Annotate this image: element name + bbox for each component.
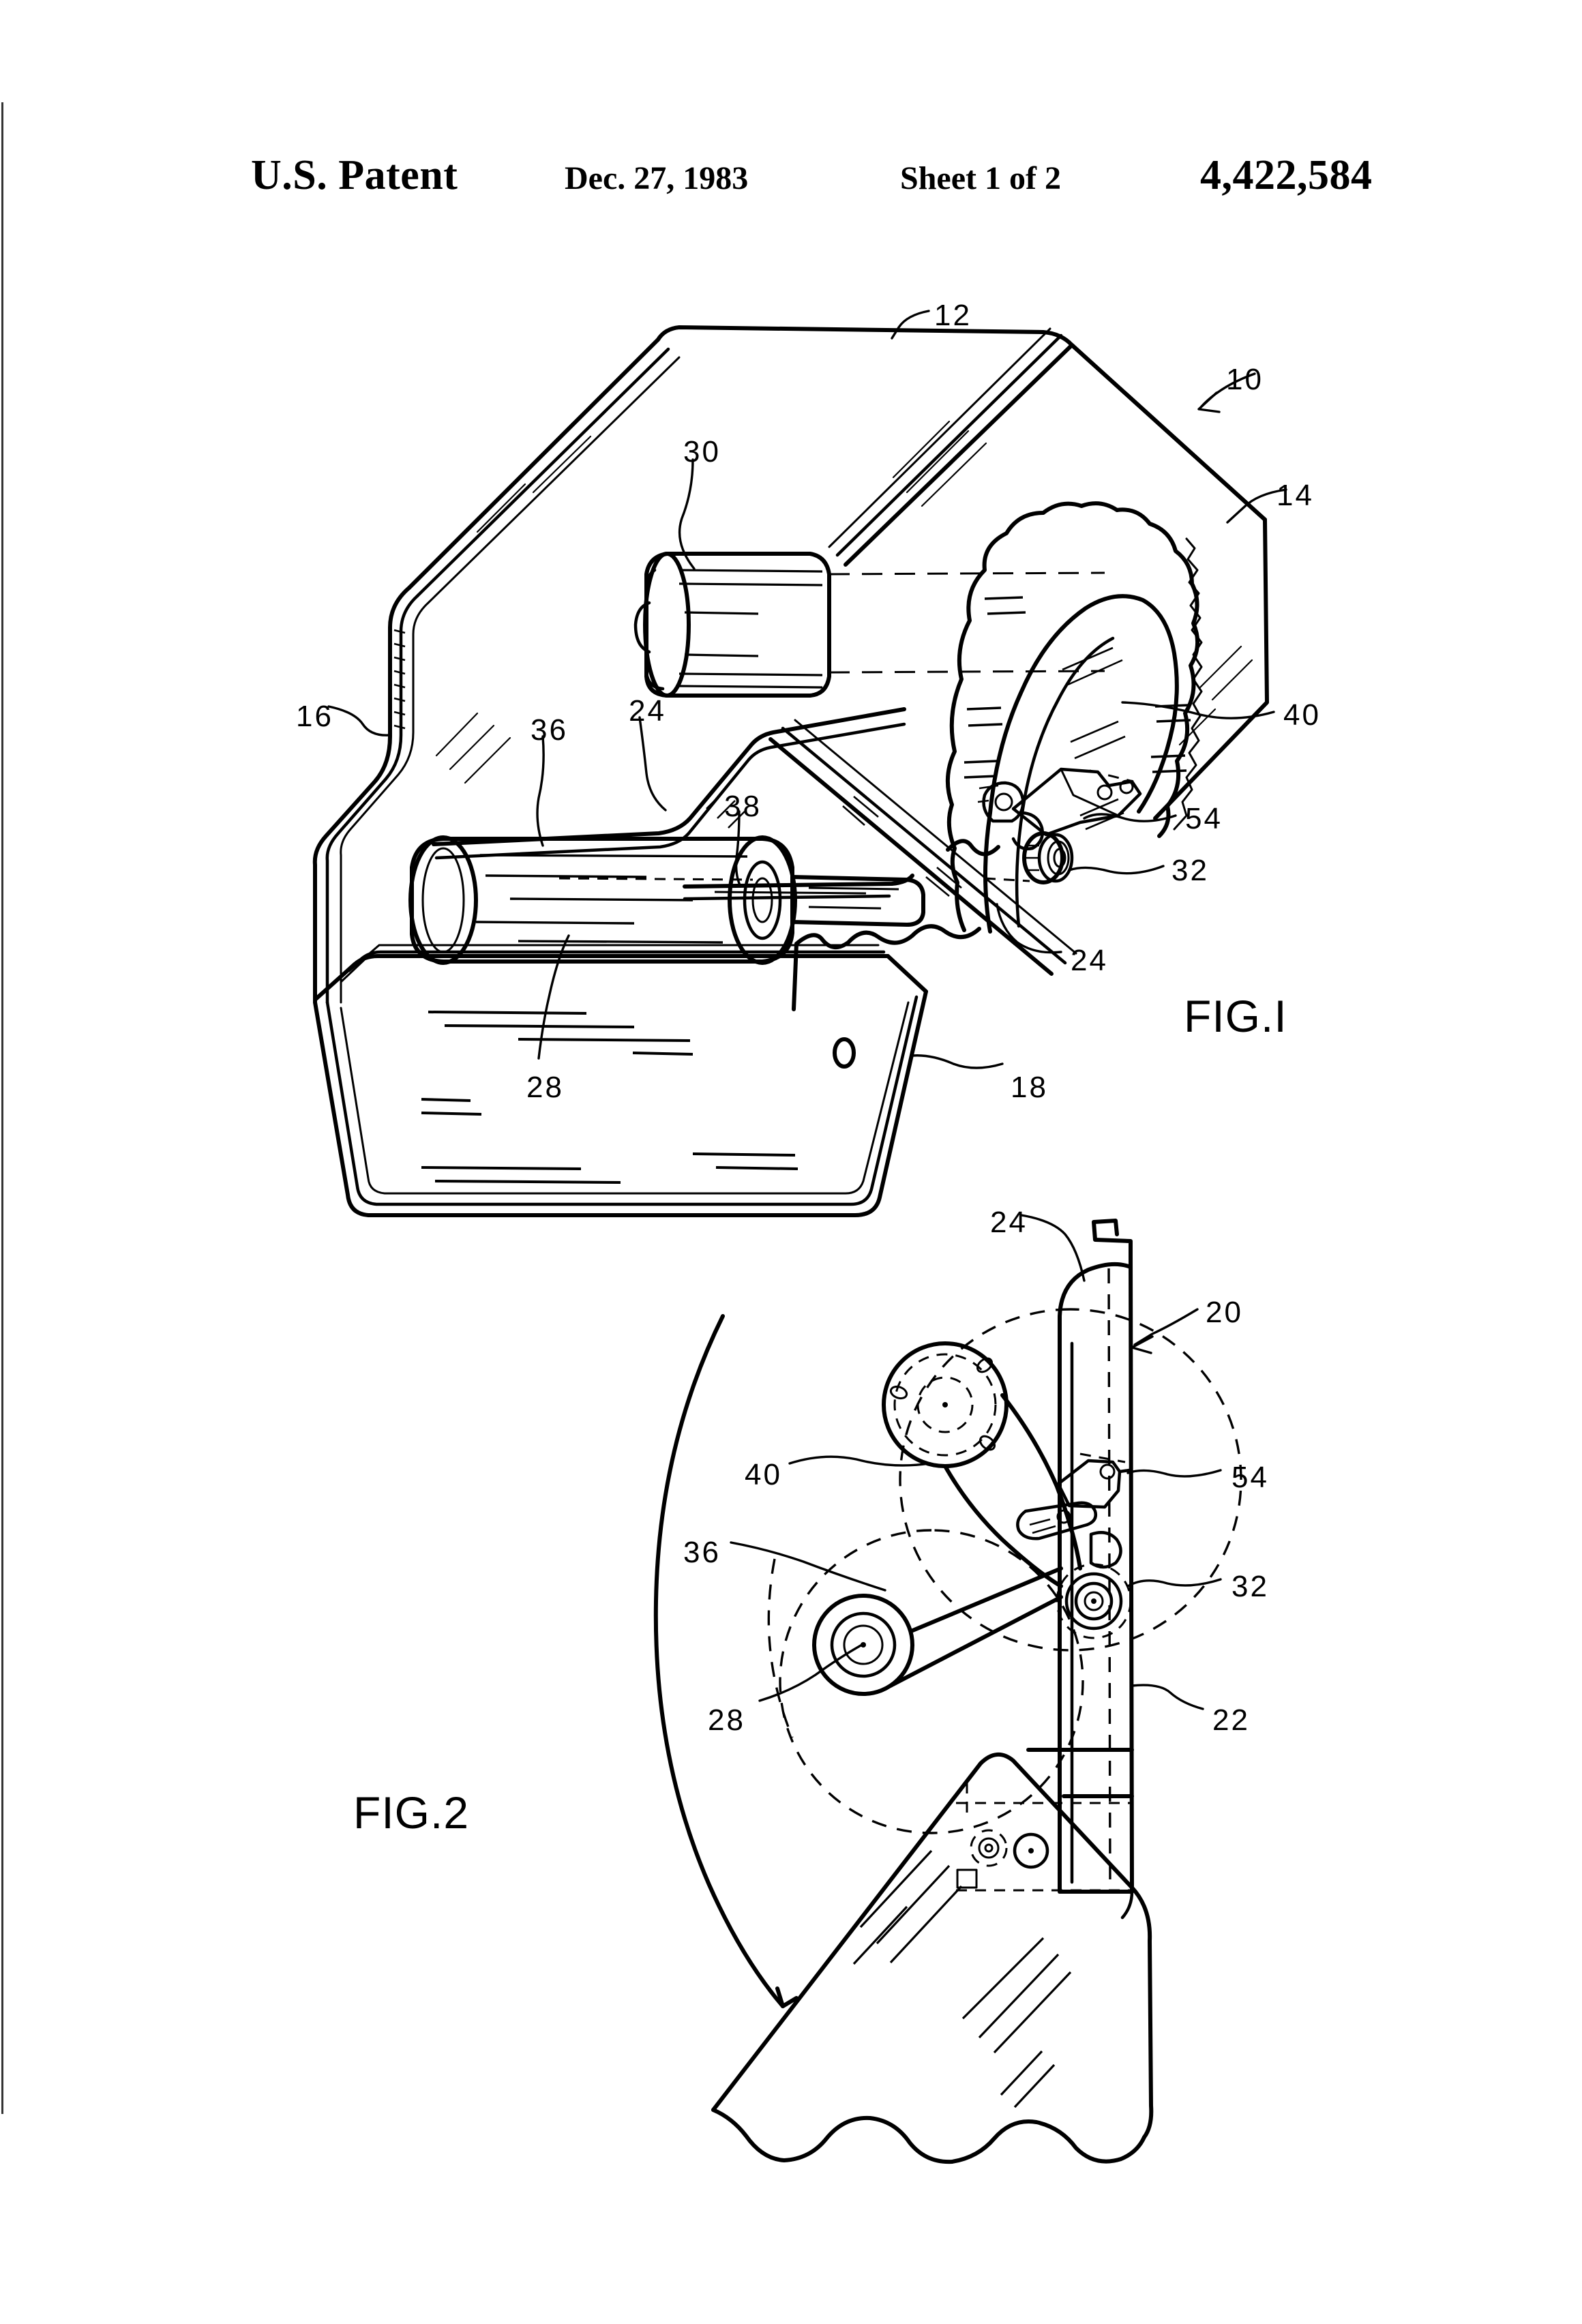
patent-number: 4,422,584 — [1200, 152, 1373, 198]
reference-numeral: 40 — [1283, 698, 1321, 732]
roll-hub — [882, 1341, 1009, 1468]
reference-numeral: 16 — [296, 700, 333, 733]
torn-sheet-flap — [792, 924, 981, 1011]
reference-numeral: 22 — [1212, 1703, 1250, 1737]
latch-bracket-54-fig2 — [1016, 1452, 1131, 1569]
reference-numeral: 54 — [1185, 802, 1223, 835]
latch-bracket-54 — [977, 767, 1142, 850]
blade-bucket — [711, 1753, 1154, 2164]
reference-numeral: 10 — [1226, 363, 1264, 396]
torn-sheet-flap-upper — [946, 839, 1000, 856]
roller-assembly-36 — [408, 835, 925, 965]
reference-numeral: 36 — [531, 713, 568, 747]
housing-deck-rail — [313, 944, 928, 1002]
reference-numeral: 32 — [1232, 1570, 1269, 1603]
material-roll-phantom-outer — [899, 1308, 1242, 1652]
knurled-knob-32 — [984, 831, 1074, 884]
reference-numeral: 38 — [724, 790, 762, 823]
reference-numeral: 18 — [1011, 1071, 1048, 1104]
reference-numeral: 28 — [526, 1071, 564, 1104]
housing-top-panel-12 — [407, 325, 1267, 604]
roll-body-24 — [1058, 1262, 1134, 1894]
figure-2-leader-lines — [730, 1214, 1222, 1710]
housing-front-wall-16 — [312, 586, 511, 1004]
figure-2-caption: FIG.2 — [353, 1787, 470, 1838]
front-skirt-panel-28 — [313, 989, 928, 1217]
inner-drum-30 — [633, 552, 1105, 698]
figure-2-drawing — [653, 1214, 1242, 2164]
patent-header: U.S. Patent Dec. 27, 1983 Sheet 1 of 2 4… — [0, 149, 1582, 210]
reference-numeral: 36 — [683, 1536, 721, 1569]
patent-issue-date: Dec. 27, 1983 — [565, 160, 749, 196]
scan-edge-artifact — [1, 102, 3, 2114]
patent-office-title: U.S. Patent — [251, 152, 458, 198]
reference-numeral: 12 — [934, 299, 972, 332]
figure-1-leader-lines — [327, 310, 1287, 1069]
reference-numeral: 40 — [745, 1458, 782, 1491]
lower-roller-28 — [812, 1566, 1063, 1696]
lower-roll-phantom — [779, 1529, 1084, 1834]
corner-fastener-plate — [956, 1781, 1132, 1892]
reference-numeral: 54 — [1232, 1461, 1269, 1494]
reference-numeral: 24 — [990, 1206, 1028, 1239]
reference-numeral: 28 — [708, 1703, 745, 1737]
reference-numeral: 14 — [1277, 479, 1314, 512]
support-arm-24 — [432, 707, 914, 901]
rivet-hole — [833, 1037, 856, 1069]
figure-1-drawing — [312, 310, 1287, 1217]
blade-swing-arc — [653, 1314, 799, 2008]
reference-numeral: 24 — [1071, 944, 1108, 977]
drive-pulley-32-fig2 — [1056, 1563, 1132, 1639]
blade-swing-arc-inner — [767, 1558, 794, 1738]
reference-numeral: 24 — [629, 694, 666, 728]
reference-numeral: 30 — [683, 435, 721, 468]
reference-numeral: 20 — [1206, 1296, 1243, 1329]
figure-1-caption: FIG.I — [1184, 991, 1287, 1041]
hood-guard-40 — [945, 501, 1203, 934]
reference-numeral: 32 — [1171, 854, 1209, 887]
sheet-number: Sheet 1 of 2 — [900, 160, 1061, 196]
